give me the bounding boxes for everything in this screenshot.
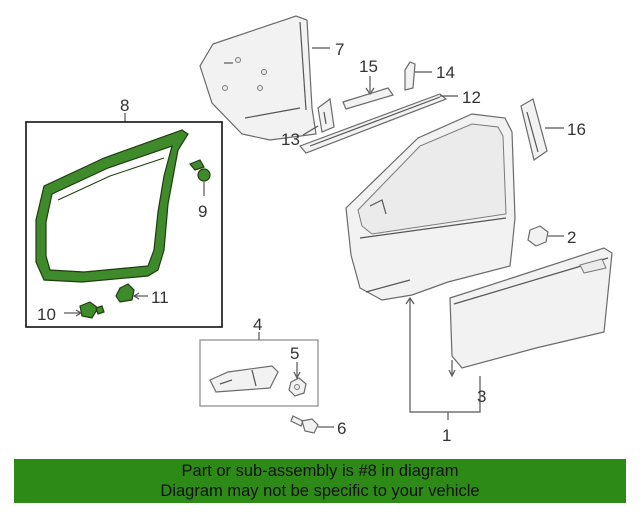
banner-line-2: Diagram may not be specific to your vehi… xyxy=(160,482,480,500)
banner-line-1: Part or sub-assembly is #8 in diagram xyxy=(181,462,459,480)
callout-15: 15 xyxy=(359,57,378,76)
part-7-cover-panel[interactable] xyxy=(199,15,317,141)
callout-9: 9 xyxy=(198,202,207,221)
part-1-door-shell[interactable] xyxy=(345,113,516,301)
part-5-nut[interactable] xyxy=(288,377,307,397)
part-3-outer-panel[interactable] xyxy=(449,247,613,369)
part-2-plug[interactable] xyxy=(527,225,549,247)
callout-5: 5 xyxy=(290,344,299,363)
callout-6: 6 xyxy=(337,419,346,438)
callout-16: 16 xyxy=(567,120,586,139)
callout-3: 3 xyxy=(477,387,486,406)
part-10-fastener[interactable] xyxy=(79,301,105,319)
callout-1: 1 xyxy=(442,426,451,445)
callout-4: 4 xyxy=(253,315,262,334)
part-14-bracket[interactable] xyxy=(404,61,416,91)
callout-11: 11 xyxy=(151,288,169,307)
callout-13: 13 xyxy=(281,130,300,149)
callout-14: 14 xyxy=(436,63,455,82)
info-banner: Part or sub-assembly is #8 in diagram Di… xyxy=(14,459,626,503)
part-15-strip[interactable] xyxy=(342,87,394,110)
part-16-pillar-garnish[interactable] xyxy=(520,98,548,161)
callout-10: 10 xyxy=(37,305,56,324)
part-12-belt-molding[interactable] xyxy=(298,93,448,154)
callout-12: 12 xyxy=(462,88,481,107)
part-11-retainer[interactable] xyxy=(115,283,135,303)
callout-7: 7 xyxy=(335,40,344,59)
callout-8: 8 xyxy=(120,96,129,115)
parts-diagram: 7 15 14 12 13 16 1 xyxy=(25,15,613,445)
part-9-clip[interactable] xyxy=(189,159,211,182)
part-4-hinge-box[interactable] xyxy=(199,339,319,407)
part-8-door-weatherstrip[interactable] xyxy=(35,129,189,283)
callout-2: 2 xyxy=(567,228,576,247)
part-13-clip[interactable] xyxy=(317,97,335,133)
part-6-bolt[interactable] xyxy=(290,415,319,434)
